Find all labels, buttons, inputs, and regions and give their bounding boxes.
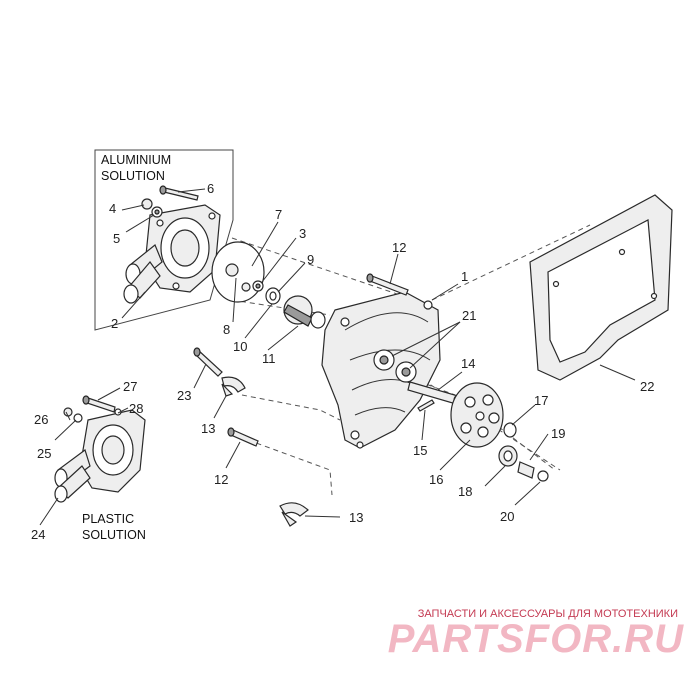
callout-16: 16: [429, 472, 443, 487]
callout-8: 8: [223, 322, 230, 337]
screw-6: [159, 185, 199, 201]
callout-12-top: 12: [392, 240, 406, 255]
callout-26: 26: [34, 412, 48, 427]
callout-14: 14: [461, 356, 475, 371]
bush-18: [498, 445, 518, 467]
impeller-16: [450, 382, 504, 448]
aluminium-caption-line1: ALUMINIUM: [101, 153, 171, 167]
callout-19: 19: [551, 426, 565, 441]
plastic-caption-line2: SOLUTION: [82, 528, 146, 542]
aluminium-caption-line2: SOLUTION: [101, 169, 165, 183]
callout-10: 10: [233, 339, 247, 354]
callout-20: 20: [500, 509, 514, 524]
callout-15: 15: [413, 443, 427, 458]
clip-13-lower: [279, 502, 309, 527]
pin-15: [417, 399, 435, 412]
aluminium-pump-cover: [123, 204, 221, 304]
callout-25: 25: [37, 446, 51, 461]
seal-11: [283, 295, 326, 329]
callout-12-bottom: 12: [214, 472, 228, 487]
callout-5: 5: [113, 231, 120, 246]
callout-6: 6: [207, 181, 214, 196]
cover-gasket-22: [529, 194, 673, 381]
leader-lines: [39, 188, 636, 526]
watermark-logo: PARTSFOR.RU: [388, 617, 684, 661]
screw-12-top: [366, 273, 409, 296]
watermark: ЗАПЧАСТИ И АКСЕССУАРЫ ДЛЯ МОТОТЕХНИКИ PA…: [388, 608, 684, 661]
plastic-pump-cover: [54, 409, 146, 503]
clip-13-upper: [221, 376, 246, 397]
nut-19-washer-20: [517, 461, 549, 482]
callout-numbers: 1 2 3 4 5 6 7 8 9 10 11 12 12 13 13 14 1…: [31, 181, 654, 542]
screw-12-bottom: [227, 427, 259, 447]
callout-24: 24: [31, 527, 45, 542]
callout-11: 11: [262, 351, 276, 366]
callout-21: 21: [462, 308, 476, 323]
callout-4: 4: [109, 201, 116, 216]
callout-1: 1: [461, 269, 468, 284]
callout-23: 23: [177, 388, 191, 403]
screw-23: [193, 347, 223, 377]
callout-13-upper: 13: [201, 421, 215, 436]
callout-18: 18: [458, 484, 472, 499]
callout-28: 28: [129, 401, 143, 416]
washer-4-5: [141, 198, 163, 218]
callout-13-lower: 13: [349, 510, 363, 525]
callout-17: 17: [534, 393, 548, 408]
callout-7: 7: [275, 207, 282, 222]
o-ring-17: [503, 422, 517, 438]
callout-3: 3: [299, 226, 306, 241]
watermark-tagline: ЗАПЧАСТИ И АКСЕССУАРЫ ДЛЯ МОТОТЕХНИКИ: [418, 608, 678, 620]
callout-27: 27: [123, 379, 137, 394]
callout-9: 9: [307, 252, 314, 267]
plastic-caption-line1: PLASTIC: [82, 512, 134, 526]
washers-8-9-10: [225, 263, 281, 305]
callout-2: 2: [111, 316, 118, 331]
callout-22: 22: [640, 379, 654, 394]
